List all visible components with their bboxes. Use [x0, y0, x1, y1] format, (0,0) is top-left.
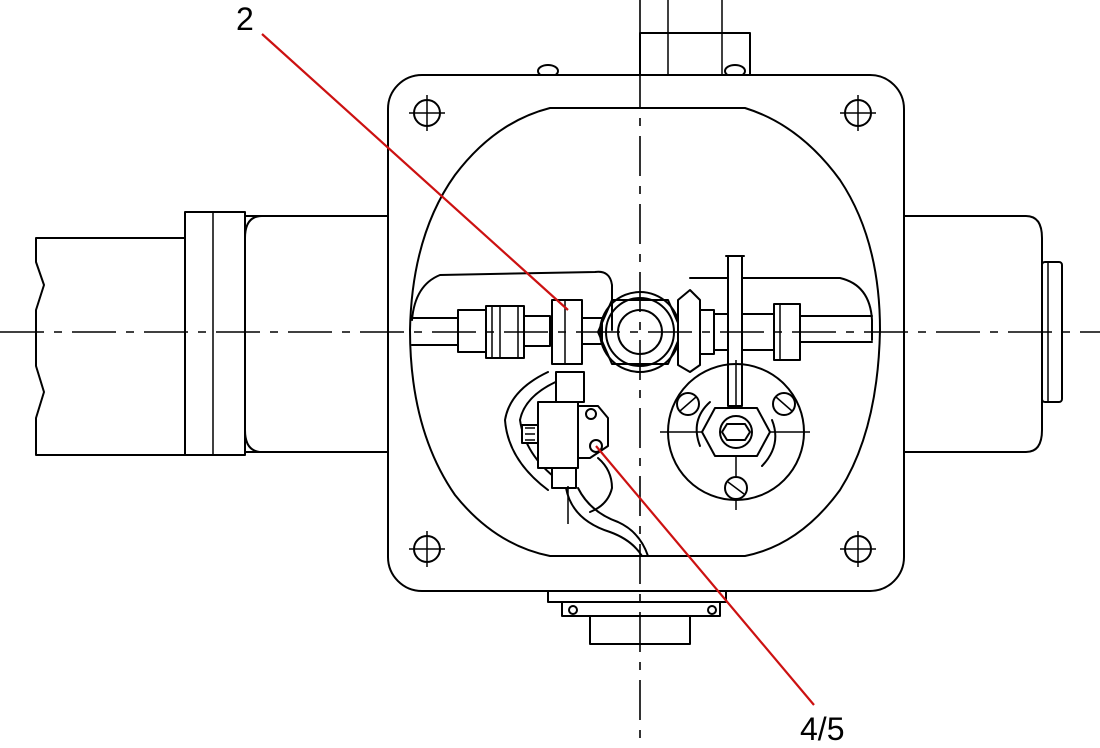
- left-shaft: [35, 211, 389, 456]
- callout-label-2: 2: [236, 1, 254, 37]
- leader-line-2: [261, 33, 569, 311]
- switch-block: [551, 299, 603, 365]
- callout-4-5: 4/5: [595, 445, 844, 747]
- callout-label-4-5: 4/5: [800, 711, 844, 747]
- left-flange: [184, 211, 246, 456]
- corner-bolt-br: [840, 531, 876, 567]
- callout-2: 2: [236, 1, 569, 311]
- housing-box: [387, 74, 905, 592]
- corner-bolt-tl: [409, 95, 445, 131]
- left-coupling: [244, 215, 389, 453]
- cover-opening: [409, 107, 881, 557]
- right-shaft: [901, 215, 1063, 453]
- corner-bolt-bl: [409, 531, 445, 567]
- vertical-rod: [725, 255, 745, 407]
- cam-disc: [660, 360, 810, 510]
- micro-switch: [504, 371, 649, 557]
- leader-line-4-5: [595, 445, 815, 706]
- corner-bolt-tr: [840, 95, 876, 131]
- bottom-nozzle: [547, 589, 727, 645]
